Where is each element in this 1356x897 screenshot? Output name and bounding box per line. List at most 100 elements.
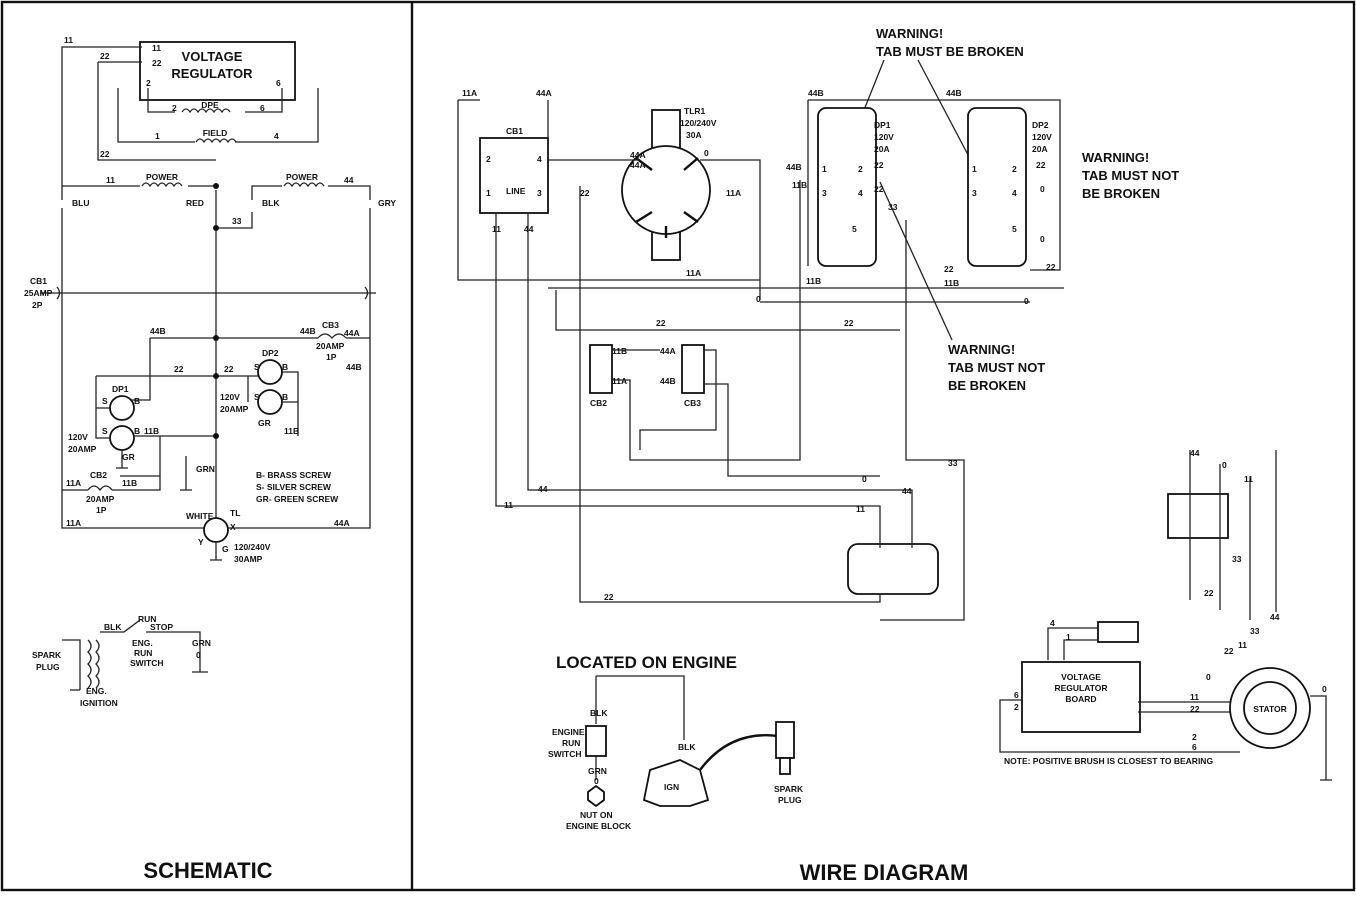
cb1-1: 1 — [486, 188, 491, 198]
voltage-regulator-board — [1021, 661, 1141, 733]
wd-cb2-11a: 11A — [612, 376, 627, 386]
bh-22: 22 — [1204, 588, 1214, 598]
engrun-0: 0 — [196, 650, 201, 660]
field-coil — [195, 138, 237, 144]
w44b-label-2: 44B — [300, 326, 316, 336]
field-1: 1 — [155, 131, 160, 141]
dp2-top — [257, 359, 283, 385]
schematic-panel: VOLTAGE REGULATOR 11 22 2 6 DPE 2 6 FIEL… — [24, 35, 396, 883]
vrb-1: 1 — [1066, 632, 1071, 642]
wire-diagram-title: WIRE DIAGRAM — [800, 860, 969, 885]
wd-dp2-amp: 20A — [1032, 144, 1048, 154]
dp1-bottom — [109, 425, 135, 451]
wd-22-c: 22 — [874, 184, 884, 194]
wd-11a-a: 11A — [462, 88, 477, 98]
dpe-leads — [147, 88, 283, 113]
dp1-b2: B — [134, 426, 140, 436]
reg-pin-6: 6 — [276, 78, 281, 88]
cb1-breaks — [56, 286, 369, 300]
warning-2-line3: BE BROKEN — [1082, 186, 1160, 201]
wd-11b-b: 11B — [806, 276, 821, 286]
field-4: 4 — [274, 131, 279, 141]
ignition-coil-1 — [87, 639, 92, 689]
spark-lead-wire — [699, 734, 779, 771]
bh-11: 11 — [1244, 474, 1253, 484]
wd-cb2-block — [589, 344, 613, 394]
dp2-receptacle: DP2 S B S B GR 120V 20AMP 11B — [220, 348, 299, 436]
wd-22-b: 22 — [874, 160, 884, 170]
wd-cb3-block — [681, 344, 705, 394]
vrb-11: 11 — [1190, 692, 1199, 702]
grn-label: GRN — [196, 464, 215, 474]
run-label: RUN — [138, 614, 156, 624]
wire-11-top — [61, 46, 142, 200]
power-label-left: POWER — [146, 172, 178, 182]
schematic-title: SCHEMATIC — [143, 858, 272, 883]
wd-22-e: 22 — [944, 264, 954, 274]
dp1-gr: GR — [122, 452, 135, 462]
cb3-label: CB3 — [322, 320, 339, 330]
vrb-label-1: VOLTAGE — [1061, 672, 1101, 682]
reg-pin-2: 2 — [146, 78, 151, 88]
regulator-label: VOLTAGE — [182, 49, 243, 64]
wd-11-b: 11 — [504, 500, 513, 510]
tl-x: X — [230, 522, 236, 532]
bh-44: 44 — [1190, 448, 1200, 458]
wd-dp2-label: DP2 — [1032, 120, 1049, 130]
spark-plug — [779, 757, 791, 775]
wire-run-cb3 — [639, 349, 880, 477]
stator-connector — [847, 543, 939, 595]
tlr1-rating: 120/240V — [680, 118, 717, 128]
wd-33-b: 33 — [948, 458, 958, 468]
wire-22-label: 22 — [100, 51, 110, 61]
legend-silver: S- SILVER SCREW — [256, 482, 332, 492]
wd-44-b: 44 — [902, 486, 912, 496]
stator-inner — [1243, 681, 1297, 735]
wd-44-c: 44 — [538, 484, 548, 494]
dp2-label: DP2 — [262, 348, 279, 358]
dp2-t3: 3 — [972, 188, 977, 198]
engrun-label-2: RUN — [134, 648, 152, 658]
wire-11-label: 11 — [64, 35, 73, 45]
brush-note: NOTE: POSITIVE BRUSH IS CLOSEST TO BEARI… — [1004, 756, 1213, 766]
wd-44b-a: 44B — [808, 88, 824, 98]
engine-run-label-3: SWITCH — [548, 749, 582, 759]
cb3-pole: 1P — [326, 352, 337, 362]
bh-33b: 33 — [1250, 626, 1260, 636]
vrb-plug — [1097, 621, 1139, 643]
dp1-t1: 1 — [822, 164, 827, 174]
wd-11-c: 11 — [856, 504, 865, 514]
eng-label: ENG. — [86, 686, 107, 696]
wd-44a-c: 44A — [630, 160, 646, 170]
wd-cb1-label: CB1 — [506, 126, 523, 136]
tl-label: TL — [230, 508, 240, 518]
engine-grn: GRN — [588, 766, 607, 776]
field-leads — [117, 88, 319, 143]
engine-run-label-1: ENGINE — [552, 727, 585, 737]
run-switch — [100, 619, 208, 673]
wd-cb3-label: CB3 — [684, 398, 701, 408]
wd-0-d: 0 — [756, 294, 761, 304]
wd-11-a: 11 — [492, 224, 501, 234]
dp1-11b-label: 11B — [144, 426, 159, 436]
engine-run-switch — [585, 725, 607, 757]
spark-label-1: SPARK — [774, 784, 804, 794]
engine-nut — [587, 784, 605, 808]
cb1-pole: 2P — [32, 300, 43, 310]
vrb-label-2: REGULATOR — [1054, 683, 1107, 693]
tl-receptacle — [203, 517, 229, 543]
warning-3-line3: BE BROKEN — [948, 378, 1026, 393]
ign-blk: BLK — [104, 622, 122, 632]
wd-dp1-label: DP1 — [874, 120, 891, 130]
wd-22-f: 22 — [1046, 262, 1056, 272]
wd-dp1-amp: 20A — [874, 144, 890, 154]
vrb-label-3: BOARD — [1065, 694, 1096, 704]
wd-22-g: 22 — [656, 318, 666, 328]
vrb-plug-leads — [1047, 627, 1098, 660]
dp1-top — [109, 395, 135, 421]
brush-holder — [1167, 493, 1229, 539]
vrb-4: 4 — [1050, 618, 1055, 628]
wd-cb3-44b: 44B — [660, 376, 676, 386]
engine-run-label-2: RUN — [562, 738, 580, 748]
warning-2-line2: TAB MUST NOT — [1082, 168, 1179, 183]
